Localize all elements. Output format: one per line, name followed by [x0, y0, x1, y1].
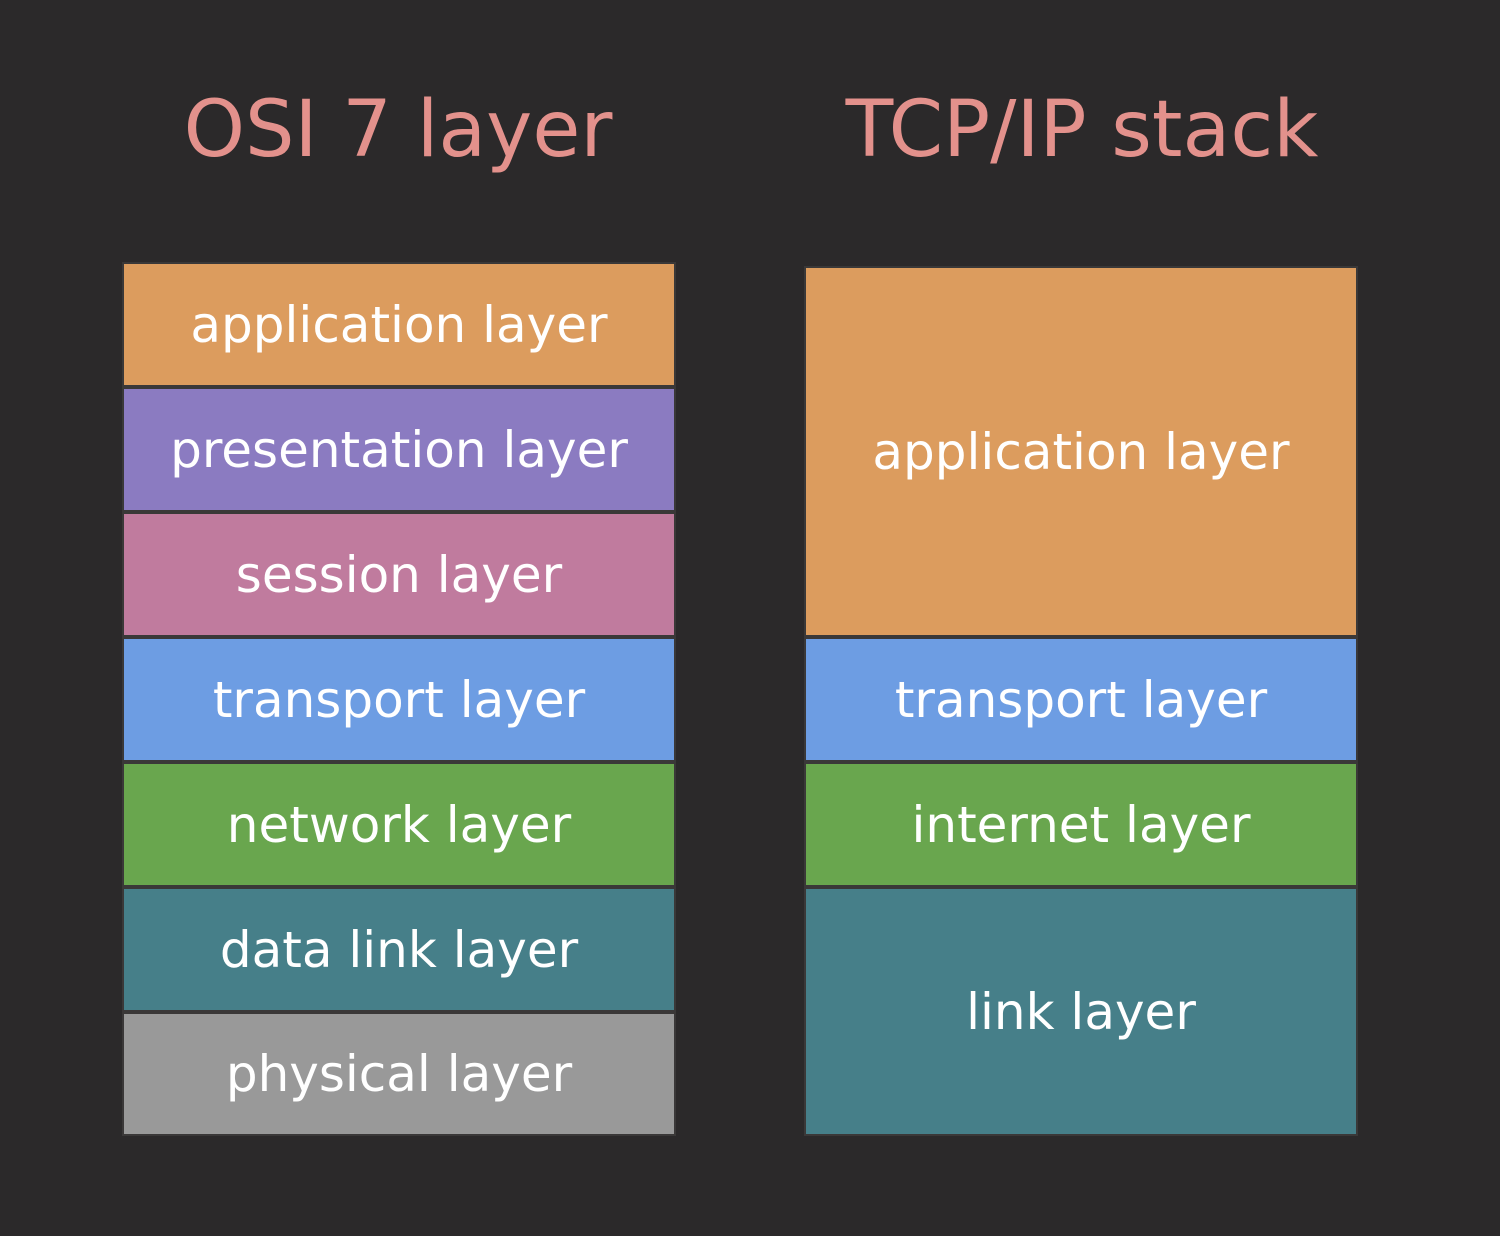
tcpip-transport-layer: transport layer: [804, 637, 1358, 762]
osi-application-layer: application layer: [122, 262, 676, 387]
tcpip-internet-layer: internet layer: [804, 762, 1358, 887]
osi-network-layer: network layer: [122, 762, 676, 887]
tcpip-application-layer: application layer: [804, 266, 1358, 637]
osi-physical-layer: physical layer: [122, 1012, 676, 1136]
osi-title: OSI 7 layer: [183, 85, 613, 175]
osi-stack: application layer presentation layer ses…: [122, 262, 676, 1136]
tcpip-link-layer: link layer: [804, 887, 1358, 1136]
osi-presentation-layer: presentation layer: [122, 387, 676, 512]
tcpip-stack: application layer transport layer intern…: [804, 266, 1358, 1136]
osi-session-layer: session layer: [122, 512, 676, 637]
tcpip-title: TCP/IP stack: [845, 85, 1319, 175]
osi-transport-layer: transport layer: [122, 637, 676, 762]
osi-data-link-layer: data link layer: [122, 887, 676, 1012]
